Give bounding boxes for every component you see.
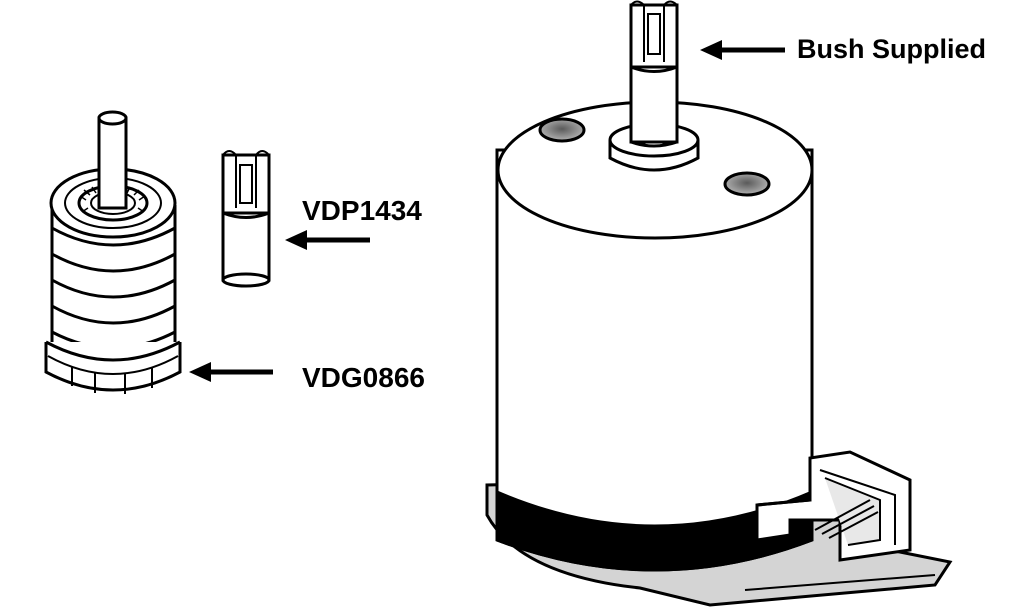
motor-assembly xyxy=(485,0,953,607)
arrow-bush xyxy=(700,40,785,60)
arrow-vdg xyxy=(189,362,273,382)
arrow-vdp xyxy=(285,230,370,250)
drive-bush xyxy=(221,150,271,288)
label-bush-supplied: Bush Supplied xyxy=(797,34,986,64)
label-vdp1434: VDP1434 xyxy=(302,195,422,226)
label-vdg0866: VDG0866 xyxy=(302,362,425,393)
gear-stack xyxy=(44,110,182,394)
